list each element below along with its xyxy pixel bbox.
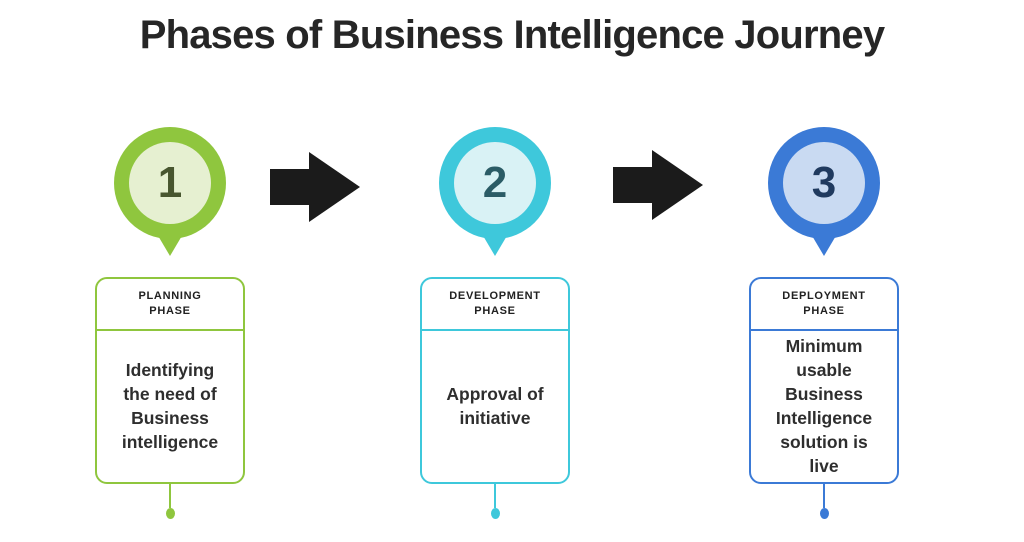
arrow-right-icon <box>270 152 360 222</box>
arrow-head <box>309 152 360 222</box>
phase-number: 2 <box>482 158 508 207</box>
phase-pin: 2 <box>420 127 570 256</box>
phase-pin: 1 <box>95 127 245 256</box>
pin-tail-icon <box>157 234 183 256</box>
phase-number: 3 <box>811 158 837 207</box>
arrow-shaft <box>270 169 309 205</box>
phase-card-body: Approval of initiative <box>446 383 544 428</box>
phase-circle-inner: 3 <box>783 142 865 224</box>
phase-column-deployment: 3 DEPLOYMENT PHASE Minimum usable Busine… <box>749 127 899 519</box>
connector-stem <box>169 484 171 508</box>
arrow-head <box>652 150 703 220</box>
phase-card-body: Minimum usable Business Intelligence sol… <box>775 335 873 476</box>
connector-stem <box>823 484 825 508</box>
phase-column-development: 2 DEVELOPMENT PHASE Approval of initiati… <box>420 127 570 519</box>
phase-card: PLANNING PHASE Identifying the need of B… <box>95 277 245 484</box>
phase-circle-inner: 2 <box>454 142 536 224</box>
phase-card: DEPLOYMENT PHASE Minimum usable Business… <box>749 277 899 484</box>
pin-tail-icon <box>482 234 508 256</box>
phase-number: 1 <box>157 158 183 207</box>
phase-circle: 2 <box>439 127 551 239</box>
arrow-right-icon <box>613 150 703 220</box>
phase-card-header: DEVELOPMENT PHASE <box>422 279 568 331</box>
connector-stem <box>494 484 496 508</box>
pin-tail-icon <box>811 234 837 256</box>
phase-circle: 3 <box>768 127 880 239</box>
phase-card-header: PLANNING PHASE <box>97 279 243 331</box>
connector-dot <box>819 508 829 519</box>
phase-column-planning: 1 PLANNING PHASE Identifying the need of… <box>95 127 245 519</box>
connector-dot <box>165 508 175 519</box>
phase-pin: 3 <box>749 127 899 256</box>
phase-card-body: Identifying the need of Business intelli… <box>121 359 219 452</box>
page-title: Phases of Business Intelligence Journey <box>139 13 885 57</box>
phase-circle-inner: 1 <box>129 142 211 224</box>
phase-card: DEVELOPMENT PHASE Approval of initiative <box>420 277 570 484</box>
phase-card-header: DEPLOYMENT PHASE <box>751 279 897 331</box>
arrow-shaft <box>613 167 652 203</box>
connector-dot <box>490 508 500 519</box>
phase-circle: 1 <box>114 127 226 239</box>
